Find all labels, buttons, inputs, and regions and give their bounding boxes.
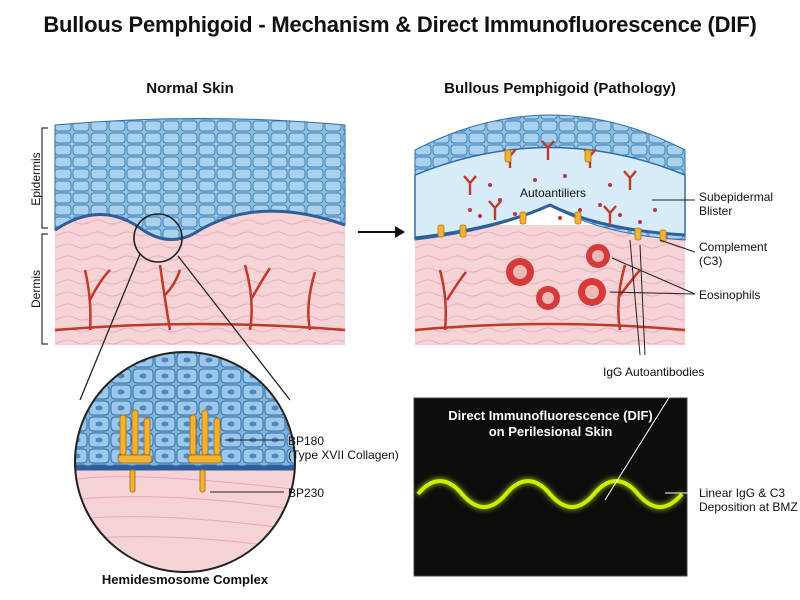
arrow-to-pathology <box>358 226 405 238</box>
normal-skin-title: Normal Skin <box>146 80 234 97</box>
epidermis-label: Epidermis <box>29 152 43 206</box>
bp180-proteins <box>117 409 223 493</box>
blood-vessels <box>54 264 346 332</box>
pathology-panel <box>414 114 696 356</box>
dif-panel <box>413 397 688 577</box>
dermis-label: Dermis <box>29 270 43 308</box>
complement-dots <box>468 174 657 224</box>
igg-label: IgG Autoantibodies <box>603 365 705 379</box>
hemidesmosome-panel <box>75 352 295 572</box>
pathology-title: Bullous Pemphigoid (Pathology) <box>444 80 676 97</box>
dif-deposition-label: Linear IgG & C3 Deposition at BMZ <box>699 486 798 514</box>
basement-membrane <box>54 209 346 241</box>
page-title: Bullous Pemphigoid - Mechanism & Direct … <box>43 12 757 37</box>
eosinophils <box>506 244 610 310</box>
zoom-circle <box>133 213 183 263</box>
eosinophils-label: Eosinophils <box>699 288 761 302</box>
hemidesmosome-caption: Hemidesmosome Complex <box>101 572 269 587</box>
dif-title: Direct Immunofluorescence (DIF) on Peril… <box>448 408 653 439</box>
blister-label: Subepidermal Blister <box>699 190 774 218</box>
autoantibodies-inner-label: Autoantiliers <box>519 186 587 200</box>
normal-skin-panel <box>41 118 346 401</box>
bp230-label: BP230 <box>288 486 325 500</box>
bp180-label: BP180 (Type XVII Collagen) <box>288 434 399 462</box>
complement-label: Complement (C3) <box>699 240 768 268</box>
bp180-fragments <box>437 149 667 243</box>
dif-linear-deposition <box>416 479 684 509</box>
